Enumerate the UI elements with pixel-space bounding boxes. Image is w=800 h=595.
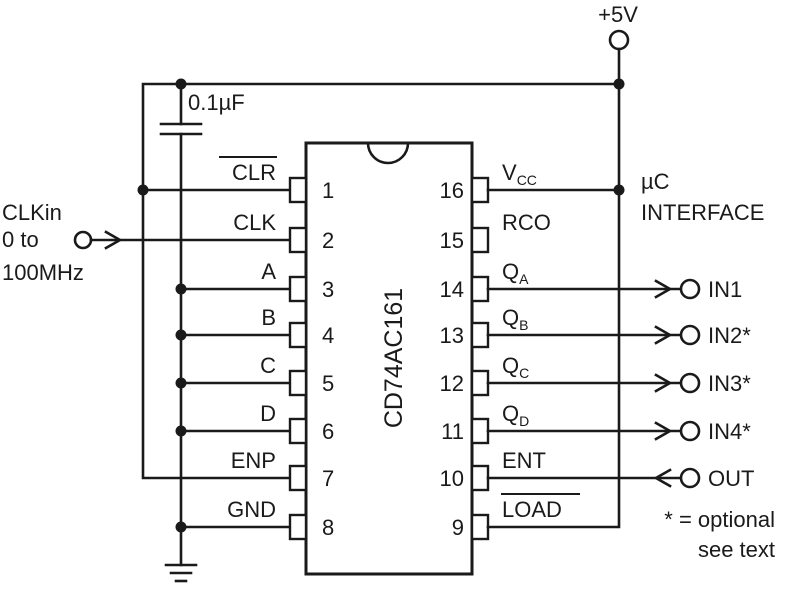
right-pin-stubs	[470, 176, 490, 541]
pin-13-label: QB	[502, 305, 528, 333]
in3-terminal	[679, 372, 701, 394]
interface-label-line1: µC	[641, 169, 670, 194]
pin-stub	[470, 275, 490, 303]
pin-stub	[288, 321, 308, 349]
out-terminal	[679, 467, 701, 489]
pin-5-label: C	[260, 353, 276, 378]
clkin-range-label: 0 to	[2, 227, 39, 252]
pin-11-number: 11	[441, 419, 464, 444]
in2-label: IN2*	[708, 323, 751, 348]
pin-1-number: 1	[322, 178, 334, 203]
supply-terminal	[608, 29, 630, 51]
out-label: OUT	[708, 466, 754, 491]
in2-terminal	[679, 324, 701, 346]
qa-arrow	[654, 279, 673, 299]
top-rail-wire	[141, 82, 621, 480]
pin-7-label: ENP	[231, 448, 276, 473]
pin-8-label: GND	[227, 497, 276, 522]
pin-stub	[470, 464, 490, 492]
pin-6-label: D	[260, 401, 276, 426]
pin-9-label: LOAD	[502, 497, 562, 522]
junction-dot	[175, 377, 187, 389]
qd-arrow	[654, 421, 673, 441]
pin-14-label: QA	[502, 259, 529, 287]
clkin-terminal	[73, 230, 93, 250]
footnote-line1: * = optional	[664, 507, 775, 532]
junction-dot	[175, 329, 187, 341]
pin-13-number: 13	[440, 323, 464, 348]
pin-stub	[288, 369, 308, 397]
pin-2-number: 2	[322, 228, 334, 253]
pin-12-number: 12	[440, 371, 464, 396]
chip-name: CD74AC161	[380, 288, 408, 428]
pin-5-number: 5	[322, 371, 334, 396]
pin-8-number: 8	[322, 515, 334, 540]
out-arrow	[653, 468, 672, 488]
pin-16-label: VCC	[502, 160, 537, 188]
qc-arrow	[654, 373, 673, 393]
chip-body	[304, 141, 474, 576]
junction-dot	[175, 425, 187, 437]
pin-10-number: 10	[440, 466, 464, 491]
load-wire	[486, 188, 621, 529]
pin-stub	[288, 275, 308, 303]
junction-dot	[175, 283, 187, 295]
in3-label: IN3*	[708, 371, 751, 396]
pin-stub	[288, 226, 308, 254]
pin-2-label: CLK	[233, 210, 276, 235]
clkin-label: CLKin	[2, 200, 62, 225]
pin-4-label: B	[261, 305, 276, 330]
pin-3-label: A	[261, 259, 276, 284]
pin-stub	[288, 417, 308, 445]
pin-stub	[470, 176, 490, 204]
junction-dot	[613, 78, 625, 90]
pin-15-label: RCO	[502, 210, 551, 235]
qb-arrow	[654, 325, 673, 345]
pin-1-label: CLR	[232, 160, 276, 185]
in1-label: IN1	[708, 277, 742, 302]
pin-12-label: QC	[502, 353, 529, 381]
pin-15-number: 15	[440, 228, 464, 253]
in1-terminal	[679, 278, 701, 300]
junction-dot	[137, 184, 149, 196]
pin-stub	[288, 464, 308, 492]
pin-14-number: 14	[440, 277, 464, 302]
left-pin-stubs	[288, 176, 308, 541]
pin-16-number: 16	[440, 178, 464, 203]
in4-terminal	[679, 420, 701, 442]
pin-stub	[470, 369, 490, 397]
pin-stub	[288, 176, 308, 204]
interface-label-line2: INTERFACE	[641, 200, 764, 225]
pin-stub	[470, 513, 490, 541]
pin-stub	[470, 226, 490, 254]
capacitor-label: 0.1µF	[188, 90, 245, 115]
footnote-line2: see text	[698, 537, 775, 562]
pin-3-number: 3	[322, 277, 334, 302]
pin-stub	[288, 513, 308, 541]
pin-10-label: ENT	[502, 448, 546, 473]
clk-arrow	[104, 230, 123, 250]
pin-4-number: 4	[322, 323, 334, 348]
pin-9-number: 9	[452, 515, 464, 540]
pin-6-number: 6	[322, 419, 334, 444]
in4-label: IN4*	[708, 419, 751, 444]
junction-dot	[175, 521, 187, 533]
chip-notch	[366, 142, 410, 165]
pin-stub	[470, 417, 490, 445]
pin-stub	[470, 321, 490, 349]
pin-11-label: QD	[502, 401, 529, 429]
pin-7-number: 7	[322, 466, 334, 491]
supply-label: +5V	[598, 2, 638, 27]
clkin-freq-label: 100MHz	[2, 260, 84, 285]
